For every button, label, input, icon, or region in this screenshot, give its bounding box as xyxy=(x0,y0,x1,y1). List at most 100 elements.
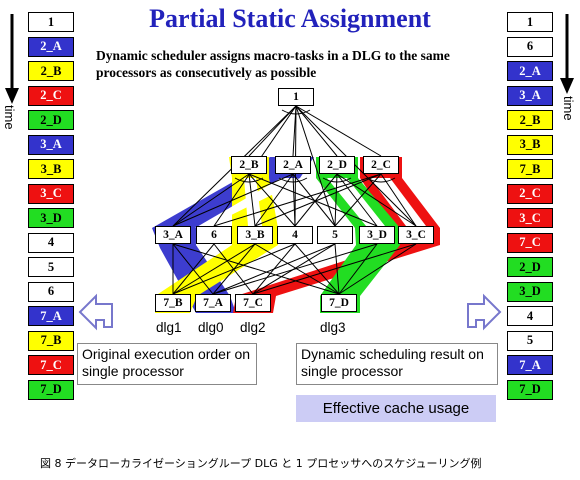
edge-l2-l3-8 xyxy=(336,173,378,227)
scheduled-order-caption: Dynamic scheduling result on single proc… xyxy=(296,343,498,385)
original-task-2-d: 2_D xyxy=(28,110,74,130)
slide-subtitle: Dynamic scheduler assigns macro-tasks in… xyxy=(96,48,450,80)
left-time-arrowhead xyxy=(5,88,19,104)
dlg-label-1: dlg1 xyxy=(156,320,182,335)
edge-l3-l4-17 xyxy=(338,243,417,295)
scheduled-task-2-b: 2_B xyxy=(507,110,553,130)
edge-l2-l3-4 xyxy=(172,173,294,227)
right-time-label: time xyxy=(561,96,576,121)
dlg-label-0: dlg0 xyxy=(198,320,224,335)
edge-l2-l3-14 xyxy=(254,173,382,227)
original-task-4: 4 xyxy=(28,232,74,253)
scheduled-task-6: 6 xyxy=(507,36,553,57)
original-task-3-d: 3_D xyxy=(28,208,74,228)
edge-l3-l4-11 xyxy=(212,243,336,295)
arc-l2-1 xyxy=(278,177,308,183)
dlg1-band-inner xyxy=(244,178,262,226)
graph-node-7-d: 7_D xyxy=(321,294,357,312)
edge-l3-l4-12 xyxy=(334,243,340,295)
edge-l2-l3-12 xyxy=(380,173,417,227)
original-task-2-b: 2_B xyxy=(28,61,74,81)
figure-caption: 図 8 データローカライゼーショングループ DLG と 1 プロセッサへのスケジ… xyxy=(40,457,482,470)
scheduled-task-3-b: 3_B xyxy=(507,134,553,155)
edge-l3-l4-15 xyxy=(212,243,378,295)
original-task-7-b: 7_B xyxy=(28,330,74,351)
original-task-7-a: 7_A xyxy=(28,306,74,326)
edge-l3-l4-7 xyxy=(254,243,340,295)
edge-l2-l3-9 xyxy=(294,173,338,227)
scheduled-task-7-b: 7_B xyxy=(507,159,553,179)
slide-title: Partial Static Assignment xyxy=(149,4,431,33)
scheduled-task-7-a: 7_A xyxy=(507,355,553,375)
graph-node-3-b: 3_B xyxy=(237,226,273,244)
edge-l2-l3-15 xyxy=(213,173,382,227)
right-hollow-arrow-icon xyxy=(467,293,502,331)
graph-node-6: 6 xyxy=(196,226,232,244)
arc-l2-3 xyxy=(366,177,396,183)
scheduled-task-2-a: 2_A xyxy=(507,61,553,81)
original-task-3-c: 3_C xyxy=(28,183,74,204)
scheduled-task-7-c: 7_C xyxy=(507,232,553,253)
arc-l2-2 xyxy=(322,177,352,183)
graph-node-3-a: 3_A xyxy=(155,226,191,244)
graph-node-5: 5 xyxy=(317,226,353,244)
graph-node-1: 1 xyxy=(278,88,314,106)
original-task-2-a: 2_A xyxy=(28,36,74,57)
scheduled-task-5: 5 xyxy=(507,330,553,351)
graph-node-2-c: 2_C xyxy=(363,156,399,174)
edge-l2-l3-7 xyxy=(254,173,294,227)
scheduled-task-2-c: 2_C xyxy=(507,183,553,204)
graph-node-2-a: 2_A xyxy=(275,156,311,174)
edge-l2-l3-5 xyxy=(292,173,296,227)
graph-node-7-b: 7_B xyxy=(155,294,191,312)
graph-node-7-a: 7_A xyxy=(195,294,231,312)
scheduled-task-4: 4 xyxy=(507,306,553,326)
left-hollow-arrow-icon xyxy=(78,293,113,331)
right-time-arrowhead xyxy=(560,78,574,94)
edge-l3-l4-2 xyxy=(172,243,340,295)
scheduled-task-7-d: 7_D xyxy=(507,379,553,400)
cache-usage-note: Effective cache usage xyxy=(296,395,496,422)
graph-node-3-c: 3_C xyxy=(398,226,434,244)
scheduled-task-3-a: 3_A xyxy=(507,85,553,106)
graph-node-7-c: 7_C xyxy=(235,294,271,312)
original-task-7-c: 7_C xyxy=(28,355,74,375)
original-task-3-a: 3_A xyxy=(28,134,74,155)
dlg-label-2: dlg2 xyxy=(240,320,266,335)
edge-1-to-l2-3 xyxy=(295,105,382,157)
original-task-1: 1 xyxy=(28,12,74,32)
edge-l2-l3-1 xyxy=(172,173,250,227)
arc-l2-0 xyxy=(234,177,264,183)
dlg-label-3: dlg3 xyxy=(320,320,346,335)
edge-l3-l4-5 xyxy=(172,243,256,295)
edge-l2-l3-13 xyxy=(334,173,382,227)
arc-node-1 xyxy=(281,109,311,115)
edge-l3-l4-10 xyxy=(294,243,340,295)
graph-node-2-d: 2_D xyxy=(319,156,355,174)
left-time-label: time xyxy=(2,105,17,130)
dlg2-band-inner xyxy=(370,178,426,226)
edge-l3-l4-8 xyxy=(172,243,296,295)
original-task-2-c: 2_C xyxy=(28,85,74,106)
original-task-3-b: 3_B xyxy=(28,159,74,179)
scheduled-task-3-d: 3_D xyxy=(507,281,553,302)
edge-1-to-3c xyxy=(295,105,417,227)
edge-l2-l3-11 xyxy=(336,173,417,227)
graph-node-4: 4 xyxy=(277,226,313,244)
original-order-caption: Original execution order on single proce… xyxy=(77,343,257,385)
edge-l3-l4-3 xyxy=(172,243,215,295)
edge-l3-l4-16 xyxy=(252,243,417,295)
scheduled-task-3-c: 3_C xyxy=(507,208,553,228)
original-task-5: 5 xyxy=(28,257,74,277)
scheduled-task-1: 1 xyxy=(507,12,553,32)
scheduled-task-2-d: 2_D xyxy=(507,257,553,277)
edge-l2-l3-0 xyxy=(248,173,256,227)
edge-l2-l3-10 xyxy=(334,173,338,227)
graph-node-2-b: 2_B xyxy=(231,156,267,174)
edge-l2-l3-6 xyxy=(292,173,336,227)
original-task-7-d: 7_D xyxy=(28,379,74,400)
edge-l3-l4-14 xyxy=(338,243,378,295)
